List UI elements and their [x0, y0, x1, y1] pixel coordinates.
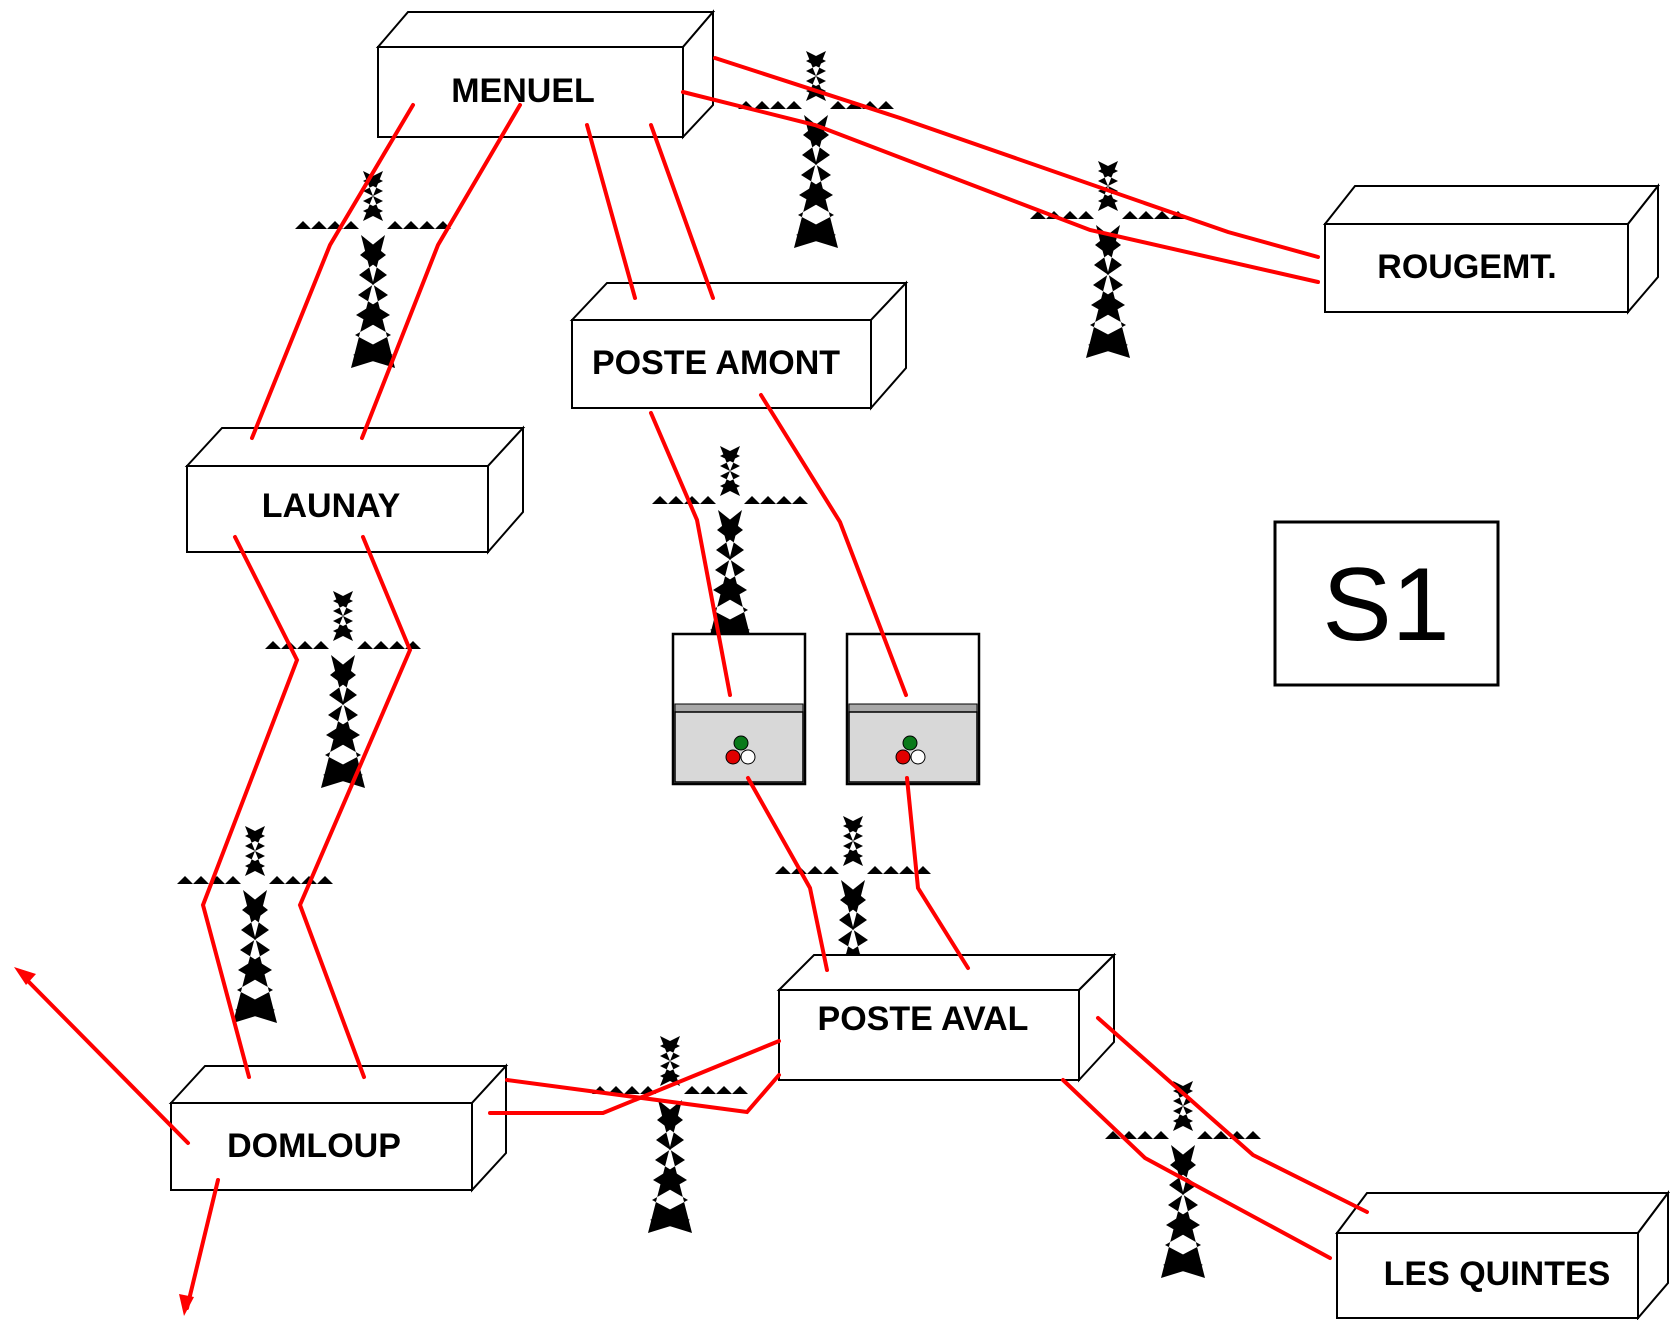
station-domloup: DOMLOUP — [168, 1063, 509, 1193]
station-menuel: MENUEL — [375, 9, 716, 140]
arrow-icon — [14, 967, 36, 985]
station-label-domloup: DOMLOUP — [227, 1127, 401, 1165]
station-poste-aval: POSTE AVAL — [776, 952, 1117, 1083]
station-les-quintes: LES QUINTES — [1335, 1190, 1670, 1320]
scenario-badge: S1 — [1273, 520, 1500, 687]
pylon-icon — [288, 161, 458, 370]
station-label-les-quintes: LES QUINTES — [1384, 1255, 1611, 1293]
pylon-icon — [585, 1026, 755, 1235]
station-launay: LAUNAY — [184, 425, 526, 555]
power-lines — [20, 56, 1369, 1310]
pylon-icon — [258, 581, 428, 790]
station-poste-amont: POSTE AMONT — [569, 280, 909, 411]
station-label-poste-aval: POSTE AVAL — [818, 1000, 1029, 1038]
switchgear-icon — [671, 632, 807, 786]
scenario-label: S1 — [1322, 547, 1449, 663]
station-label-launay: LAUNAY — [262, 487, 401, 525]
pylon-icon — [1098, 1071, 1268, 1280]
station-label-menuel: MENUEL — [451, 72, 595, 110]
switchgear-icon — [845, 632, 981, 786]
arrow-icon — [179, 1294, 194, 1316]
station-label-rougemont: ROUGEMT. — [1377, 248, 1556, 286]
station-rougemont: ROUGEMT. — [1322, 183, 1661, 315]
pylon-icon — [170, 816, 340, 1025]
pylon-icon — [1023, 151, 1193, 360]
station-label-poste-amont: POSTE AMONT — [592, 344, 840, 382]
pylon-icon — [645, 436, 815, 645]
